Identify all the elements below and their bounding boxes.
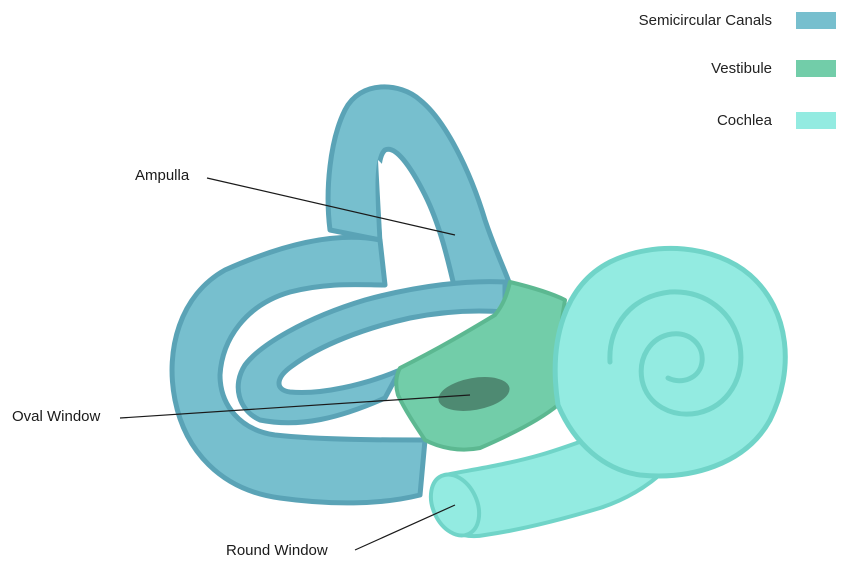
round-window-label: Round Window (226, 542, 328, 559)
legend-label: Semicircular Canals (639, 12, 772, 29)
legend-label: Cochlea (717, 112, 772, 129)
legend-swatch (796, 12, 836, 29)
ampulla-label: Ampulla (135, 167, 189, 184)
legend-item-vestibule: Vestibule (711, 60, 836, 77)
legend-swatch (796, 112, 836, 129)
legend-swatch (796, 60, 836, 77)
legend-item-semicircular-canals: Semicircular Canals (639, 12, 836, 29)
legend-label: Vestibule (711, 60, 772, 77)
round-window-leader (355, 505, 455, 550)
legend-item-cochlea: Cochlea (717, 112, 836, 129)
cochlea-shell (555, 248, 785, 476)
oval-window-label: Oval Window (12, 408, 100, 425)
